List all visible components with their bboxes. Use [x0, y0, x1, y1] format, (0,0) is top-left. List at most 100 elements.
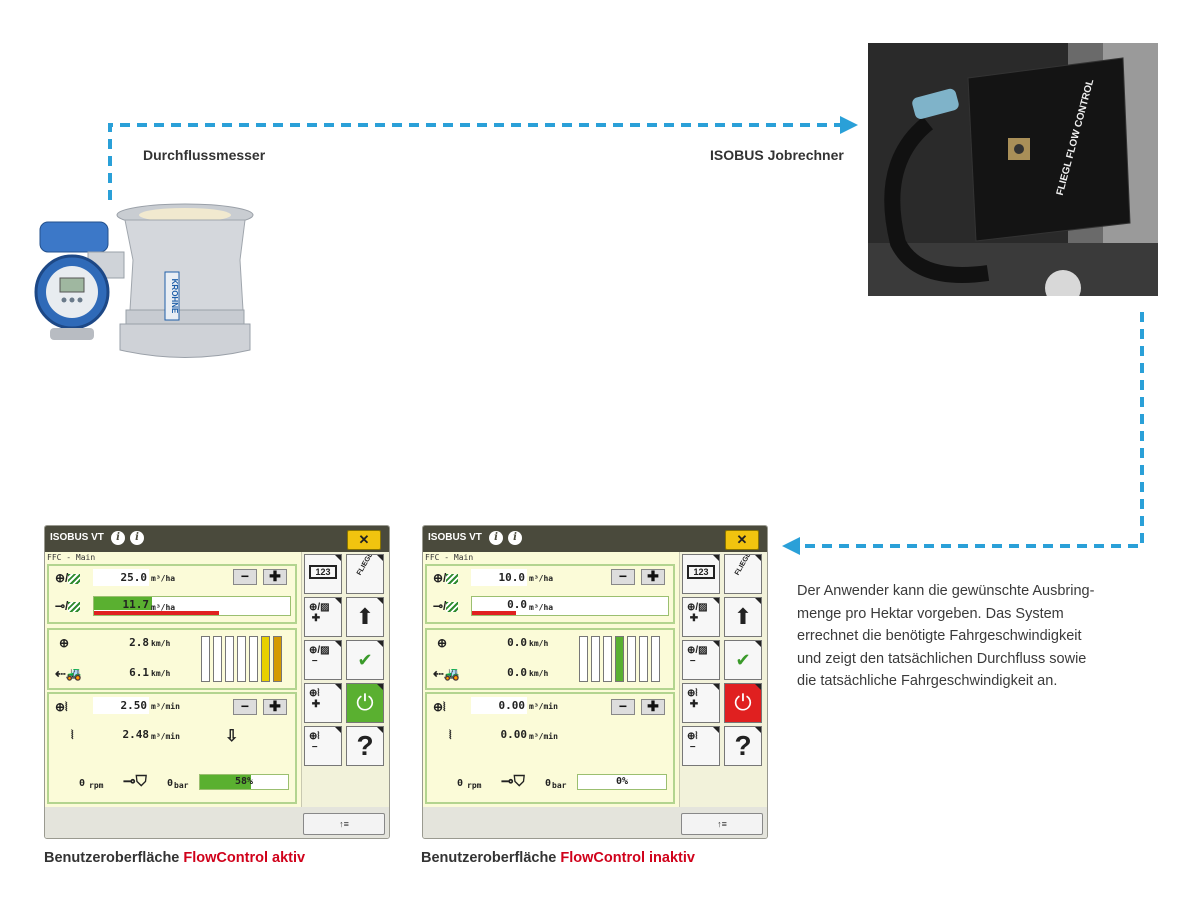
- valve-position-percent: 58%: [234, 776, 254, 787]
- speed-bar-segment: [627, 636, 636, 682]
- valve-position-gauge: 0%: [577, 774, 667, 790]
- help-softkey[interactable]: ?: [724, 726, 762, 766]
- terminal-title: ISOBUS VT: [428, 532, 482, 543]
- speed-bar-indicator: [579, 636, 660, 682]
- rate-mode-minus-softkey[interactable]: ⊕/▨ −: [304, 640, 342, 680]
- flowmeter-label: Durchflussmesser: [143, 147, 266, 163]
- target-rate-input[interactable]: 25.0: [93, 569, 149, 586]
- manual-book-softkey[interactable]: ✔: [346, 640, 384, 680]
- increase-flow-button[interactable]: ✚: [641, 699, 665, 715]
- mask-area: FFC - Main ⊕/ 25.0 m³/ha − ✚ ⊸/ 11.7 m³/…: [45, 552, 389, 807]
- actual-rate-gauge: [93, 596, 291, 616]
- pump-icon: ⊸⛉: [501, 773, 525, 790]
- pressure-unit: bar: [174, 781, 189, 790]
- info-icon[interactable]: i: [508, 531, 522, 545]
- speed-bar-segment: [201, 636, 210, 682]
- target-flow-input[interactable]: 0.00: [471, 697, 527, 714]
- tractor-icon: ⇠🚜: [433, 666, 461, 681]
- speed-panel: ⊕ 0.0 km/h ⇠🚜 0.0 km/h: [425, 628, 675, 690]
- menu-toggle-button[interactable]: ↑≡: [303, 813, 385, 835]
- actual-speed-value: 6.1: [129, 666, 149, 679]
- speed-bar-segment: [615, 636, 624, 682]
- speed-bar-segment: [249, 636, 258, 682]
- terminal-title: ISOBUS VT: [50, 532, 104, 543]
- speed-bar-indicator: [201, 636, 282, 682]
- target-rate-icon: ⊕/: [55, 571, 81, 585]
- actual-speed-value: 0.0: [507, 666, 527, 679]
- flow-unit: m³/min: [151, 732, 180, 741]
- decrease-rate-button[interactable]: −: [611, 569, 635, 585]
- rpm-value: 0: [456, 778, 463, 789]
- speed-unit: km/h: [151, 639, 171, 648]
- increase-flow-button[interactable]: ✚: [263, 699, 287, 715]
- target-flow-icon: ⊕⦚: [433, 700, 446, 714]
- target-rate-input[interactable]: 10.0: [471, 569, 527, 586]
- actual-rate-fill: [94, 597, 152, 610]
- increase-rate-button[interactable]: ✚: [641, 569, 665, 585]
- flow-plus-softkey[interactable]: ⊕⦚ ✚: [304, 683, 342, 723]
- flow-minus-softkey[interactable]: ⊕⦚ −: [304, 726, 342, 766]
- decrease-flow-button[interactable]: −: [611, 699, 635, 715]
- target-rate-icon: ⊕/: [433, 571, 459, 585]
- speed-bar-segment: [213, 636, 222, 682]
- speed-panel: ⊕ 2.8 km/h ⇠🚜 6.1 km/h: [47, 628, 297, 690]
- target-speed-value: 2.8: [129, 636, 149, 649]
- rate-mode-plus-softkey[interactable]: ⊕/▨ ✚: [682, 597, 720, 637]
- up-arrow-softkey[interactable]: ⬆: [346, 597, 384, 637]
- power-softkey[interactable]: ⏻: [724, 683, 762, 723]
- screen-caption: Benutzeroberfläche FlowControl aktiv: [44, 850, 305, 866]
- mask-subtitle: FFC - Main: [47, 553, 96, 562]
- speed-bar-segment: [603, 636, 612, 682]
- flow-plus-softkey[interactable]: ⊕⦚ ✚: [682, 683, 720, 723]
- menu-toggle-button[interactable]: ↑≡: [681, 813, 763, 835]
- caption-prefix: Benutzeroberfläche: [421, 850, 561, 866]
- speed-bar-segment: [237, 636, 246, 682]
- decrease-rate-button[interactable]: −: [233, 569, 257, 585]
- fliegl-logo-softkey[interactable]: FLIEGL: [724, 554, 762, 594]
- rpm-value: 0: [78, 778, 85, 789]
- counter-softkey[interactable]: 123: [304, 554, 342, 594]
- rate-mode-minus-softkey[interactable]: ⊕/▨ −: [682, 640, 720, 680]
- softkey-bar: 123 FLIEGL ⊕/▨ ✚ ⬆ ⊕/▨ − ✔ ⊕⦚ ✚ ⏻ ⊕⦚ − ?: [679, 552, 767, 807]
- speed-bar-segment: [261, 636, 270, 682]
- increase-rate-button[interactable]: ✚: [263, 569, 287, 585]
- caption-state: FlowControl aktiv: [183, 850, 306, 866]
- actual-rate-icon: ⊸/: [433, 599, 459, 613]
- caption-state: FlowControl inaktiv: [560, 850, 695, 866]
- counter-softkey[interactable]: 123: [682, 554, 720, 594]
- actual-rate-value: 0.0: [507, 598, 527, 611]
- help-softkey[interactable]: ?: [346, 726, 384, 766]
- target-speed-value: 0.0: [507, 636, 527, 649]
- manual-book-softkey[interactable]: ✔: [724, 640, 762, 680]
- target-speed-icon: ⊕: [437, 636, 448, 650]
- info-icon[interactable]: i: [111, 531, 125, 545]
- target-rate-marker: [94, 611, 219, 615]
- target-flow-input[interactable]: 2.50: [93, 697, 149, 714]
- flow-minus-softkey[interactable]: ⊕⦚ −: [682, 726, 720, 766]
- power-softkey[interactable]: ⏻: [346, 683, 384, 723]
- info-icon[interactable]: i: [130, 531, 144, 545]
- close-button[interactable]: ✕: [725, 530, 759, 550]
- nozzle-icon: ⇩: [225, 728, 239, 745]
- speed-bar-segment: [639, 636, 648, 682]
- target-rate-marker: [472, 611, 516, 615]
- actual-flow-icon: ⦚: [449, 728, 452, 742]
- rate-mode-plus-softkey[interactable]: ⊕/▨ ✚: [304, 597, 342, 637]
- target-flow-icon: ⊕⦚: [55, 700, 68, 714]
- decrease-flow-button[interactable]: −: [233, 699, 257, 715]
- up-arrow-softkey[interactable]: ⬆: [724, 597, 762, 637]
- valve-position-percent: 0%: [615, 776, 629, 787]
- pump-icon: ⊸⛉: [123, 773, 147, 790]
- rpm-unit: rpm: [467, 781, 482, 790]
- close-button[interactable]: ✕: [347, 530, 381, 550]
- flowmeter-image: KROHNE: [34, 203, 254, 358]
- actual-flow-icon: ⦚: [71, 728, 74, 742]
- actual-flow-value: 0.00: [500, 728, 528, 741]
- fliegl-logo-softkey[interactable]: FLIEGL: [346, 554, 384, 594]
- mask-subtitle: FFC - Main: [425, 553, 474, 562]
- speed-bar-segment: [651, 636, 660, 682]
- info-icon[interactable]: i: [489, 531, 503, 545]
- jobcomputer-label: ISOBUS Jobrechner: [710, 147, 844, 163]
- speed-unit: km/h: [151, 669, 171, 678]
- target-speed-icon: ⊕: [59, 636, 70, 650]
